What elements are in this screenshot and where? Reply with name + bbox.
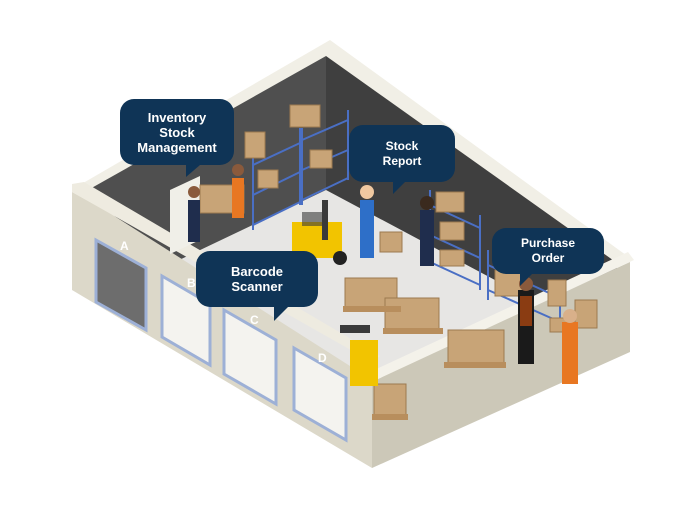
inventory-stock-management-callout: Inventory Stock Management: [120, 99, 234, 177]
manager-blue-vest: [360, 185, 374, 258]
door-letter-a: A: [120, 239, 129, 253]
loading-door-c: C: [222, 307, 278, 407]
door-letter-d: D: [318, 351, 327, 365]
worker-orange-left: [232, 164, 244, 218]
purchase-order-callout: Purchase Order: [492, 228, 604, 286]
stock-report-callout: Stock Report: [349, 125, 455, 194]
woman-with-clipboard: [420, 196, 434, 266]
pallets: [343, 306, 506, 420]
front-right-wall-top: [370, 252, 634, 380]
door-letter-c: C: [250, 313, 259, 327]
worker-orange-right: [562, 309, 578, 384]
barcode-scanner-callout: Barcode Scanner: [196, 251, 318, 321]
worker-carrying-box: [188, 186, 200, 242]
loading-door-d: D: [292, 345, 348, 443]
door-letter-b: B: [187, 276, 196, 290]
man-brown-suit: [518, 277, 534, 364]
loading-door-a: A: [94, 237, 148, 333]
